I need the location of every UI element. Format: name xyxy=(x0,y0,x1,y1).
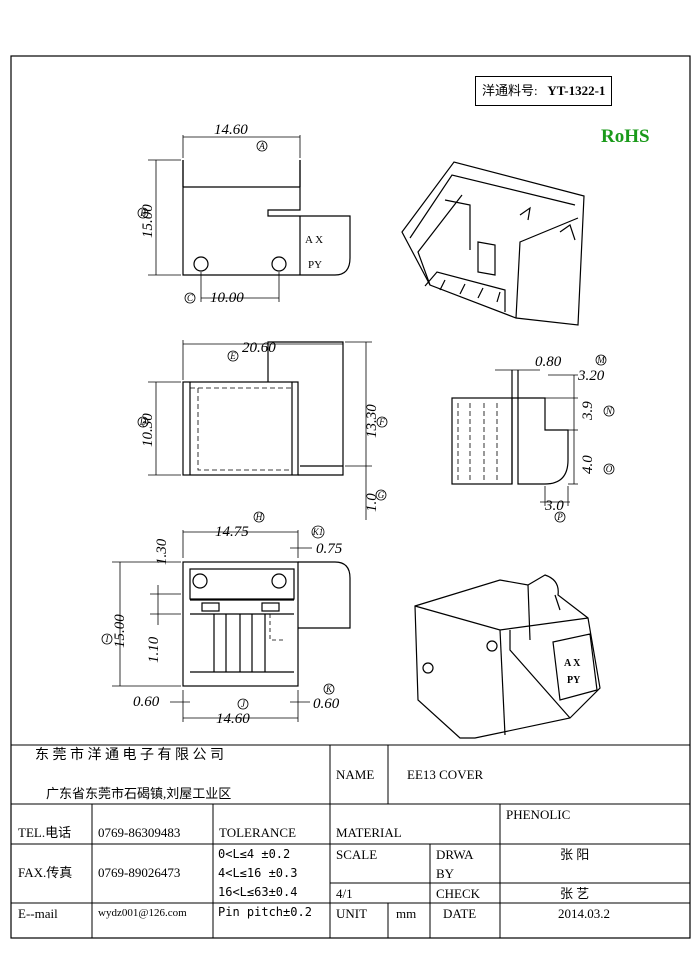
dim-bot-k1: 0.75 xyxy=(316,541,343,557)
company-address: 广东省东莞市石碣镇,刘屋工业区 xyxy=(46,786,232,801)
dim-side-gap: 0.80 xyxy=(535,354,562,370)
iso-view-top xyxy=(401,161,585,326)
dim-bot-left: 0.60 xyxy=(133,694,160,710)
iso-marking-2: PY xyxy=(567,675,581,686)
part-number-label: 洋通料号: xyxy=(482,83,538,98)
date-value: 2014.03.2 xyxy=(558,906,610,921)
dim-top-hole-pitch: 10.00 xyxy=(210,290,244,306)
drawn-value: 张 阳 xyxy=(560,847,590,862)
callout-m: M xyxy=(596,355,605,365)
dim-bot-height: 15.00 xyxy=(112,614,128,648)
dim-side-bottom: 3.0 xyxy=(544,498,564,514)
company-name: 东 莞 市 洋 通 电 子 有 限 公 司 xyxy=(35,748,224,763)
callout-o: O xyxy=(606,464,613,474)
callout-n: N xyxy=(605,406,613,416)
dim-front-height-left: 10.30 xyxy=(140,413,156,447)
sheet-border xyxy=(10,55,691,939)
callout-g: G xyxy=(378,490,385,500)
scale-label: SCALE xyxy=(336,847,378,862)
side-view xyxy=(451,354,615,523)
rohs-label: RoHS xyxy=(601,126,650,147)
tolerance-row-1: 0<L≤4 ±0.2 xyxy=(218,847,291,861)
check-value: 张 艺 xyxy=(560,886,590,901)
dim-bot-top-width: 14.75 xyxy=(215,524,249,540)
callout-i: I xyxy=(105,634,110,644)
unit-value: mm xyxy=(396,906,417,921)
front-view xyxy=(137,340,388,520)
callout-a: A xyxy=(258,141,265,151)
check-label: CHECK xyxy=(436,886,481,901)
material-value: PHENOLIC xyxy=(506,807,571,822)
dim-top-width: 14.60 xyxy=(214,122,248,138)
tel-label: TEL.电话 xyxy=(18,825,72,840)
callout-k1: K1 xyxy=(312,527,324,537)
dim-front-bottom: 1.0 xyxy=(364,493,380,512)
dim-top-height: 15.00 xyxy=(140,204,156,238)
material-label: MATERIAL xyxy=(336,825,402,840)
tolerance-row-4: Pin pitch±0.2 xyxy=(218,905,312,919)
dim-side-top: 3.20 xyxy=(577,368,605,384)
callout-h: H xyxy=(255,512,263,522)
callout-d: D xyxy=(139,417,147,427)
name-value: EE13 COVER xyxy=(407,767,484,782)
tolerance-label: TOLERANCE xyxy=(219,825,297,840)
part-number-value: YT-1322-1 xyxy=(547,83,606,98)
dim-front-height-right: 13.30 xyxy=(364,404,380,438)
tel-value: 0769-86309483 xyxy=(98,825,181,840)
dim-side-h1: 3.9 xyxy=(580,401,596,421)
dim-bot-inner: 1.10 xyxy=(146,636,162,663)
scale-value: 4/1 xyxy=(336,886,353,901)
top-view xyxy=(137,135,351,304)
fax-label: FAX.传真 xyxy=(18,865,73,880)
callout-f: F xyxy=(378,417,385,427)
tolerance-row-3: 16<L≤63±0.4 xyxy=(218,885,298,899)
email-value: wydz001@126.com xyxy=(98,907,187,919)
dim-bot-bottom-width: 14.60 xyxy=(216,711,250,727)
unit-label: UNIT xyxy=(336,906,368,921)
date-label: DATE xyxy=(443,906,477,921)
iso-view-bottom xyxy=(414,574,601,739)
dim-front-width: 20.60 xyxy=(242,340,276,356)
callout-k: K xyxy=(325,684,333,694)
drawn-label-2: BY xyxy=(436,866,455,881)
callout-j: J xyxy=(241,699,246,709)
callout-b: B xyxy=(140,208,146,218)
drawn-label-1: DRWA xyxy=(436,847,474,862)
title-block-grid xyxy=(11,744,690,938)
top-marking-1: A X xyxy=(305,234,323,246)
dim-bot-right: 0.60 xyxy=(313,696,340,712)
fax-value: 0769-89026473 xyxy=(98,865,181,880)
part-number-box: 洋通料号: YT-1322-1 xyxy=(475,76,613,106)
callout-c: C xyxy=(187,293,194,303)
callout-p: P xyxy=(556,512,563,522)
dim-bot-edge: 1.30 xyxy=(154,538,170,565)
email-label: E--mail xyxy=(18,906,58,921)
bottom-view xyxy=(101,511,351,722)
callout-e: E xyxy=(229,351,236,361)
top-marking-2: PY xyxy=(308,259,322,271)
iso-marking-1: A X xyxy=(564,658,581,669)
name-label: NAME xyxy=(336,767,375,782)
dim-side-h2: 4.0 xyxy=(580,455,596,474)
tolerance-row-2: 4<L≤16 ±0.3 xyxy=(218,866,298,880)
